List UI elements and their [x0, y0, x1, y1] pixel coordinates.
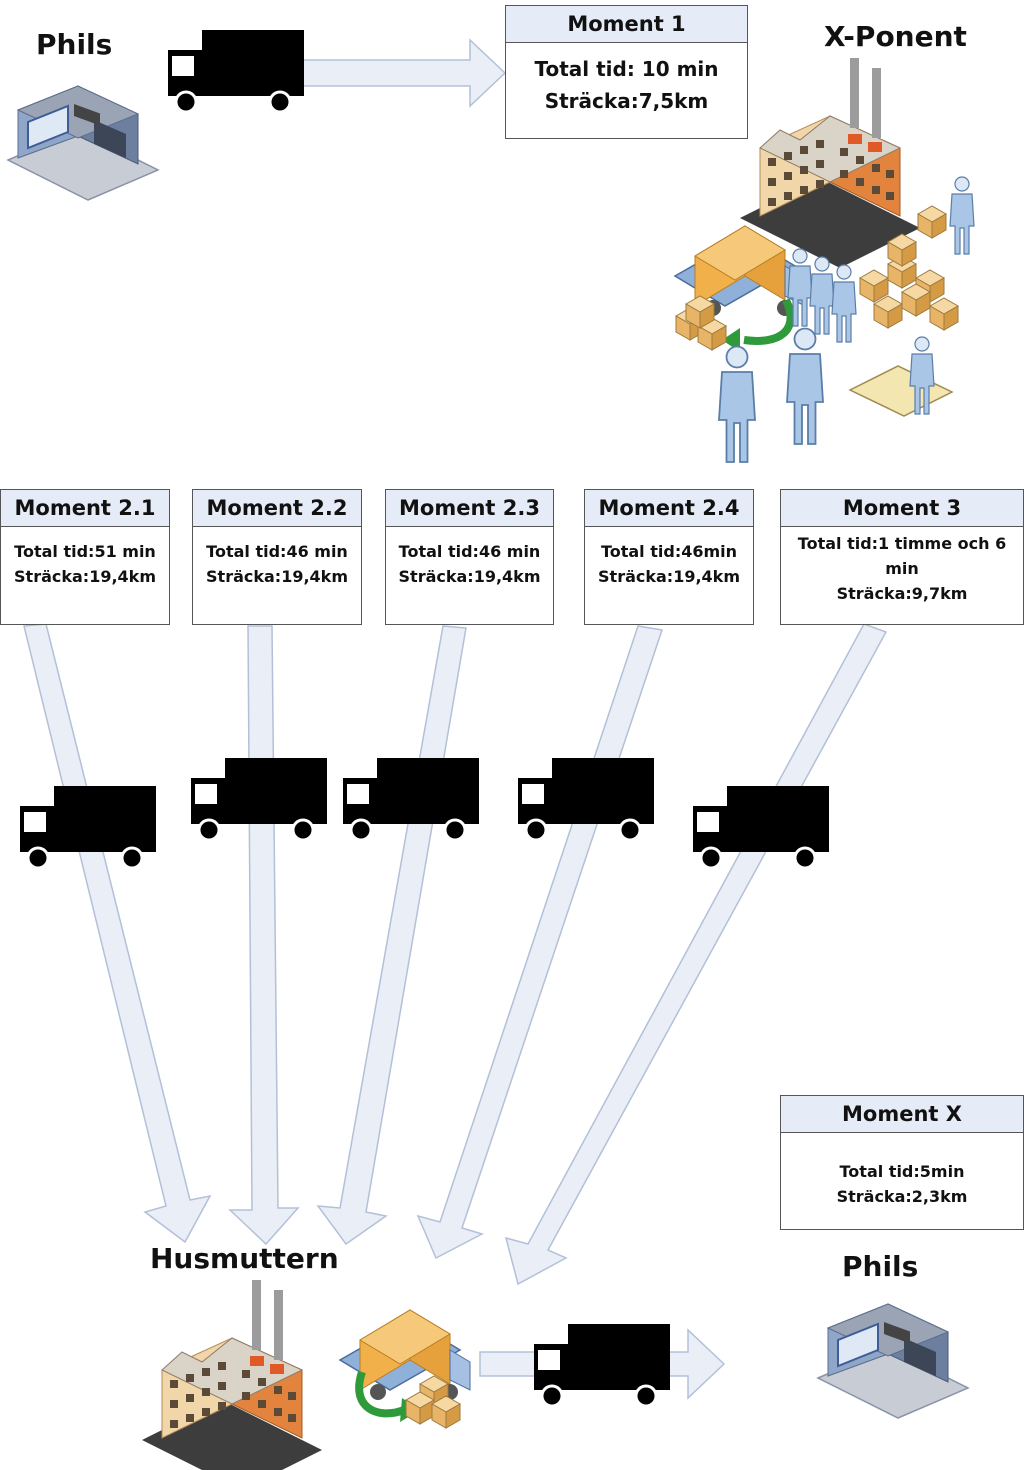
- boxes-icon: [859, 269, 889, 303]
- factory-icon: [739, 57, 921, 269]
- moment-title: Moment 2.3: [386, 490, 553, 527]
- moment-box-2-1: Moment 2.1 Total tid:51 min Sträcka:19,4…: [0, 489, 170, 625]
- moment-distance: Sträcka:7,5km: [544, 89, 709, 113]
- moment-time: Total tid:1 timme och 6: [797, 534, 1007, 553]
- moment-box-1: Moment 1 Total tid: 10 min Sträcka:7,5km: [505, 5, 748, 139]
- arrow-moment-2-1: [23, 623, 212, 1244]
- arrow-moment-2-2: [228, 625, 300, 1246]
- location-label-phils-bottom: Phils: [842, 1250, 919, 1283]
- boxes-icon: [929, 297, 959, 331]
- moment-title: Moment X: [781, 1096, 1023, 1133]
- moment-time: Total tid:5min: [839, 1162, 965, 1181]
- workers-icon: [809, 256, 835, 335]
- loading-scene: [339, 1309, 471, 1429]
- arrow-moment-2-3: [316, 625, 467, 1246]
- moment-box-2-4: Moment 2.4 Total tid:46min Sträcka:19,4k…: [584, 489, 754, 625]
- moment-time: Total tid:46 min: [206, 542, 348, 561]
- moment-time-cont: min: [885, 559, 919, 578]
- moment-distance: Sträcka:9,7km: [836, 584, 968, 603]
- moment-distance: Sträcka:19,4km: [14, 567, 156, 586]
- warehouse-icon: [817, 1303, 969, 1419]
- location-label-husmuttern: Husmuttern: [150, 1242, 339, 1275]
- moment-distance: Sträcka:2,3km: [836, 1187, 968, 1206]
- arrow-moment-2-4: [416, 625, 663, 1260]
- arrow-moment-1: [299, 38, 507, 108]
- moment-time: Total tid:51 min: [14, 542, 156, 561]
- moment-title: Moment 3: [781, 490, 1023, 527]
- workers-icon: [831, 264, 857, 343]
- moment-title: Moment 2.2: [193, 490, 361, 527]
- moment-title: Moment 1: [506, 6, 747, 43]
- moment-box-2-3: Moment 2.3 Total tid:46 min Sträcka:19,4…: [385, 489, 554, 625]
- location-label-phils-top: Phils: [36, 28, 113, 61]
- location-label-xponent: X-Ponent: [824, 20, 967, 53]
- boxes-icon: [873, 295, 903, 329]
- moment-title: Moment 2.4: [585, 490, 753, 527]
- moment-time: Total tid: 10 min: [534, 57, 719, 81]
- logistics-scene: [674, 176, 975, 463]
- factory-icon: [141, 1279, 323, 1470]
- moment-distance: Sträcka:19,4km: [398, 567, 541, 586]
- truck-icon: [166, 28, 306, 114]
- moment-box-3: Moment 3 Total tid:1 timme och 6 min Str…: [780, 489, 1024, 625]
- workers-icon: [949, 176, 975, 255]
- moment-box-2-2: Moment 2.2 Total tid:46 min Sträcka:19,4…: [192, 489, 362, 625]
- moment-distance: Sträcka:19,4km: [206, 567, 348, 586]
- moment-time: Total tid:46min: [600, 542, 738, 561]
- moment-title: Moment 2.1: [1, 490, 169, 527]
- moment-box-x: Moment X Total tid:5min Sträcka:2,3km: [780, 1095, 1024, 1230]
- boxes-icon: [917, 205, 947, 239]
- truck-icon: [532, 1322, 672, 1408]
- moment-time: Total tid:46 min: [398, 542, 541, 561]
- warehouse-icon: [7, 85, 159, 201]
- moment-distance: Sträcka:19,4km: [598, 567, 740, 586]
